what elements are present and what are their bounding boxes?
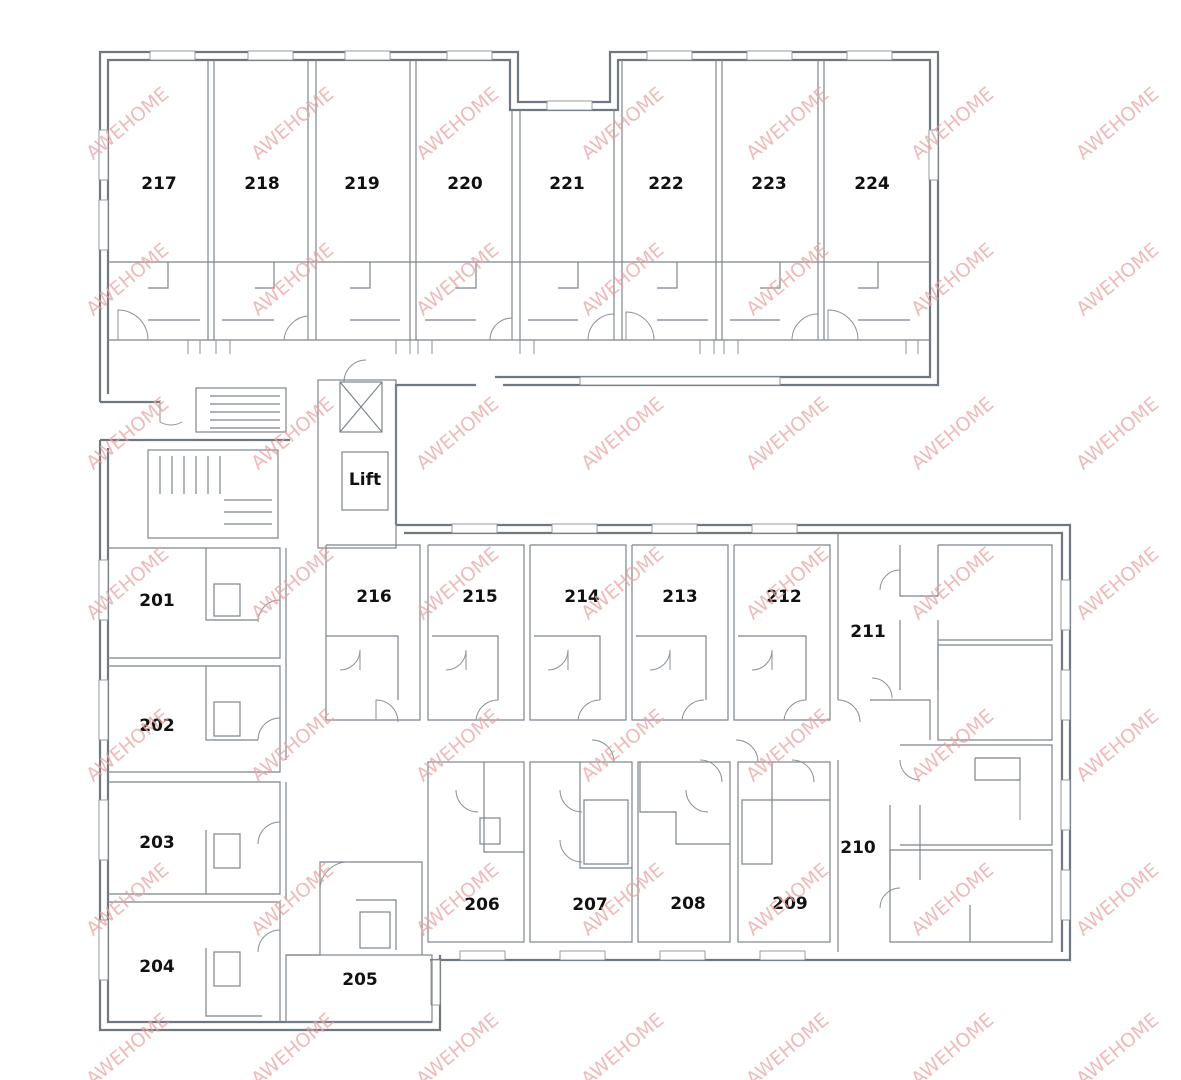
room-label-209: 209 xyxy=(772,894,808,914)
watermark-text: AWEHOME xyxy=(907,859,998,940)
windows xyxy=(98,50,1071,1006)
watermark-text: AWEHOME xyxy=(907,239,998,320)
room-label-222: 222 xyxy=(648,174,684,194)
room-label-224: 224 xyxy=(854,174,890,194)
watermark-text: AWEHOME xyxy=(742,393,833,474)
top-wing-rooms xyxy=(108,60,930,354)
watermark-text: AWEHOME xyxy=(577,1009,668,1080)
watermark-text: AWEHOME xyxy=(742,83,833,164)
right-block-rooms xyxy=(837,533,1053,952)
watermark-text: AWEHOME xyxy=(82,543,173,624)
watermark-layer: AWEHOME AWEHOME AWEHOME AWEHOME AWEHOME AWEHO… xyxy=(82,83,1163,1080)
room-label-213: 213 xyxy=(662,587,698,607)
watermark-text: AWEHOME xyxy=(1072,1009,1163,1080)
watermark-text: AWEHOME xyxy=(1072,393,1163,474)
watermark-text: AWEHOME xyxy=(907,543,998,624)
room-label-223: 223 xyxy=(751,174,787,194)
watermark-text: AWEHOME xyxy=(742,239,833,320)
watermark-text: AWEHOME xyxy=(1072,83,1163,164)
watermark-text: AWEHOME xyxy=(412,1009,503,1080)
watermark-text: AWEHOME xyxy=(247,859,338,940)
watermark-text: AWEHOME xyxy=(412,393,503,474)
room-label-219: 219 xyxy=(344,174,380,194)
exterior-walls xyxy=(98,50,1072,1032)
watermark-text: AWEHOME xyxy=(907,1009,998,1080)
room-label-216: 216 xyxy=(356,587,392,607)
watermark-text: AWEHOME xyxy=(907,705,998,786)
watermark-text: AWEHOME xyxy=(247,1009,338,1080)
room-label-214: 214 xyxy=(564,587,600,607)
room-label-211: 211 xyxy=(850,622,886,642)
watermark-text: AWEHOME xyxy=(412,239,503,320)
room-label-220: 220 xyxy=(447,174,483,194)
room-label-203: 203 xyxy=(139,833,175,853)
watermark-text: AWEHOME xyxy=(412,83,503,164)
watermark-text: AWEHOME xyxy=(412,705,503,786)
watermark-text: AWEHOME xyxy=(412,543,503,624)
watermark-text: AWEHOME xyxy=(907,393,998,474)
lift-label: Lift xyxy=(349,470,381,490)
room-label-208: 208 xyxy=(670,894,706,914)
left-wing-rooms xyxy=(108,547,433,1023)
watermark-text: AWEHOME xyxy=(577,705,668,786)
watermark-text: AWEHOME xyxy=(577,393,668,474)
room-label-204: 204 xyxy=(139,957,175,977)
watermark-text: AWEHOME xyxy=(247,239,338,320)
watermark-text: AWEHOME xyxy=(1072,543,1163,624)
watermark-text: AWEHOME xyxy=(247,543,338,624)
watermark-text: AWEHOME xyxy=(247,705,338,786)
room-label-206: 206 xyxy=(464,895,500,915)
room-label-210: 210 xyxy=(840,838,876,858)
room-labels: 201 202 203 204 205 206 207 208 209 210 211 212 213 2… xyxy=(139,174,890,990)
room-label-215: 215 xyxy=(462,587,498,607)
watermark-text: AWEHOME xyxy=(1072,859,1163,940)
watermark-text: AWEHOME xyxy=(577,239,668,320)
watermark-text: AWEHOME xyxy=(247,393,338,474)
room-label-202: 202 xyxy=(139,716,175,736)
watermark-text: AWEHOME xyxy=(1072,705,1163,786)
room-label-207: 207 xyxy=(572,895,608,915)
watermark-text: AWEHOME xyxy=(82,83,173,164)
room-label-221: 221 xyxy=(549,174,585,194)
watermark-text: AWEHOME xyxy=(907,83,998,164)
room-label-218: 218 xyxy=(244,174,280,194)
watermark-text: AWEHOME xyxy=(577,543,668,624)
room-label-205: 205 xyxy=(342,970,378,990)
watermark-text: AWEHOME xyxy=(82,859,173,940)
watermark-text: AWEHOME xyxy=(82,705,173,786)
room-label-212: 212 xyxy=(766,587,802,607)
watermark-text: AWEHOME xyxy=(82,1009,173,1080)
watermark-text: AWEHOME xyxy=(247,83,338,164)
room-label-201: 201 xyxy=(139,591,175,611)
watermark-text: AWEHOME xyxy=(742,705,833,786)
watermark-text: AWEHOME xyxy=(82,239,173,320)
middle-row-rooms xyxy=(325,544,831,723)
bottom-row-rooms xyxy=(427,739,831,943)
watermark-text: AWEHOME xyxy=(742,1009,833,1080)
room-label-217: 217 xyxy=(141,174,177,194)
watermark-text: AWEHOME xyxy=(742,859,833,940)
watermark-text: AWEHOME xyxy=(1072,239,1163,320)
watermark-text: AWEHOME xyxy=(742,543,833,624)
watermark-text: AWEHOME xyxy=(577,83,668,164)
circulation-core xyxy=(147,359,397,549)
